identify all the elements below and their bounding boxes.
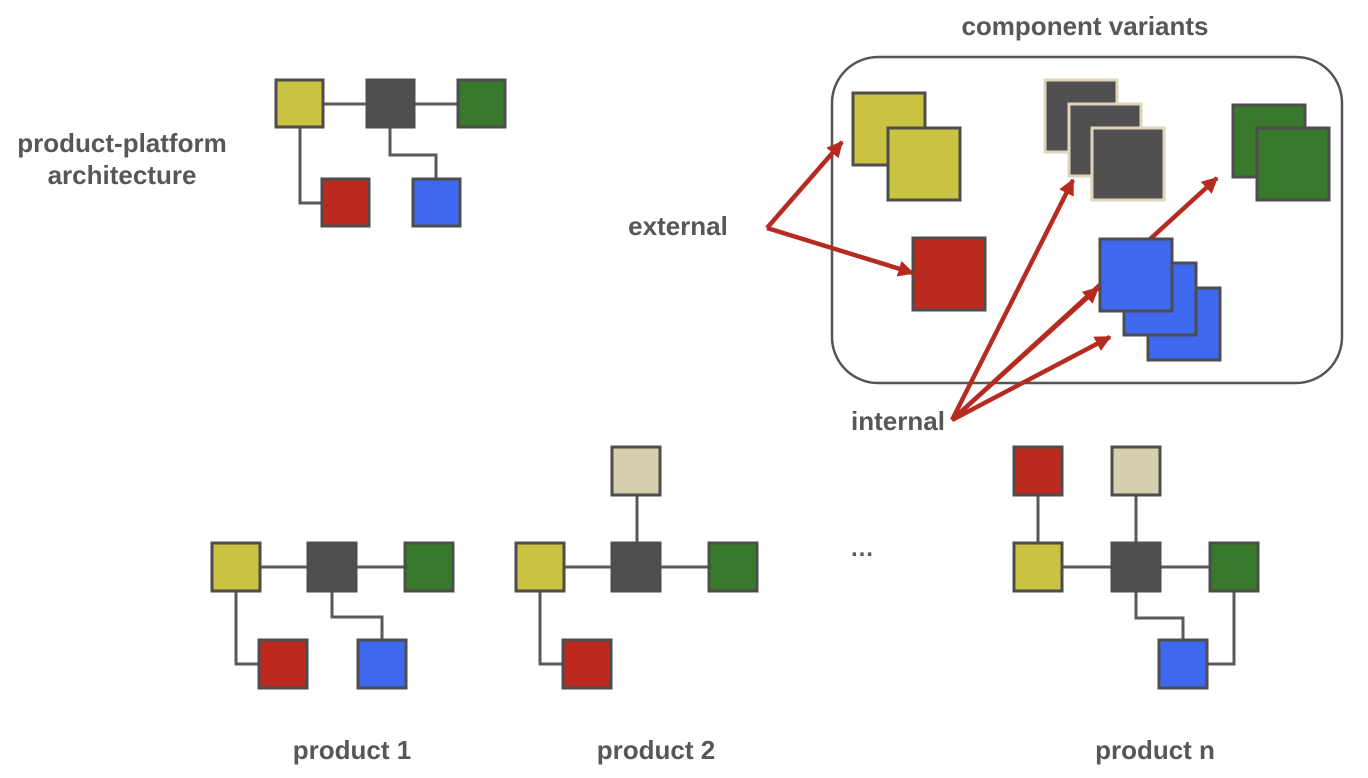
- p2-gray-component: [610, 541, 662, 593]
- variant-green-2: [1255, 126, 1331, 202]
- product-2-group: product 2: [514, 445, 759, 765]
- pn-blue-component: [1157, 638, 1209, 690]
- pn-gray-component: [1110, 541, 1162, 593]
- platform-blue-component: [411, 177, 462, 228]
- platform-label-line2: architecture: [48, 160, 197, 190]
- pn-red-top-component: [1012, 445, 1064, 497]
- p1-green-component: [403, 541, 455, 593]
- pn-connector-green-blue: [1206, 591, 1236, 666]
- p2-red-component: [561, 638, 613, 690]
- component-variants-group: component variants: [830, 11, 1344, 422]
- p1-connector-yellow-red: [234, 591, 259, 666]
- external-arrow-red: [766, 225, 915, 277]
- internal-arrow-blue-short: [950, 335, 1112, 422]
- external-group: external: [628, 140, 915, 277]
- variant-yellow-2: [886, 126, 962, 202]
- component-variants-box: [830, 55, 1344, 385]
- p2-tan-component: [610, 445, 662, 497]
- variant-gray-3: [1090, 126, 1166, 202]
- p1-blue-component: [356, 638, 408, 690]
- external-label: external: [628, 211, 728, 241]
- platform-red-component: [320, 177, 371, 228]
- connector-yellow-red: [298, 127, 322, 205]
- platform-label-line1: product-platform: [17, 128, 226, 158]
- connector-gray-blue: [388, 127, 438, 180]
- internal-label: internal: [851, 406, 945, 436]
- p1-red-component: [257, 638, 309, 690]
- platform-green-component: [456, 78, 507, 129]
- product-1-group: product 1: [210, 541, 455, 765]
- internal-arrow-blue: [950, 286, 1100, 422]
- variant-blue-1: [1098, 237, 1174, 313]
- platform-gray-component: [365, 78, 416, 129]
- product-2-label: product 2: [597, 735, 715, 765]
- pn-connector-gray-blue: [1134, 591, 1185, 641]
- internal-group: internal: [851, 178, 1112, 436]
- component-variants-title: component variants: [961, 11, 1208, 41]
- external-arrow-yellow: [765, 140, 844, 230]
- p2-green-component: [707, 541, 759, 593]
- product-n-label: product n: [1095, 735, 1215, 765]
- variant-red-1: [911, 236, 987, 312]
- p1-yellow-component: [210, 541, 262, 593]
- product-n-group: product n: [1012, 445, 1260, 765]
- product-1-label: product 1: [293, 735, 411, 765]
- p2-yellow-component: [514, 541, 566, 593]
- platform-architecture-group: product-platform architecture: [17, 78, 507, 228]
- pn-yellow-component: [1012, 541, 1064, 593]
- platform-yellow-component: [274, 78, 325, 129]
- p1-gray-component: [306, 541, 358, 593]
- p2-connector-yellow-red: [538, 591, 563, 666]
- internal-arrow-gray: [949, 178, 1076, 422]
- p1-connector-gray-blue: [330, 591, 384, 641]
- pn-tan-component: [1110, 445, 1162, 497]
- products-ellipsis: …: [850, 535, 872, 562]
- pn-green-component: [1208, 541, 1260, 593]
